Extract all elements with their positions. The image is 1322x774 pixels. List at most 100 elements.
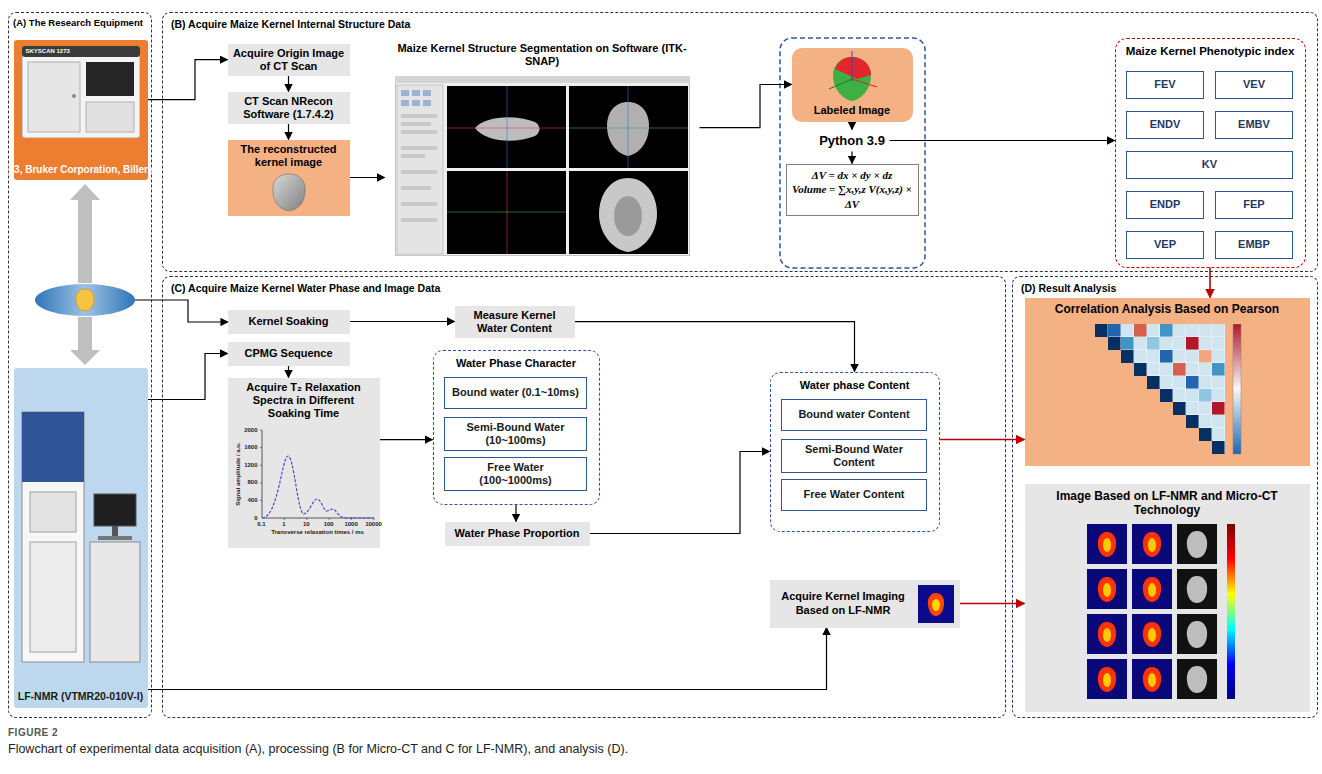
process-box: Kernel Soaking (228, 310, 350, 334)
connector (1209, 268, 1211, 298)
node-text: Labeled Image (814, 104, 890, 117)
t2-chart-part (328, 518, 329, 520)
formula-box: ΔV = dx × dy × dzVolume = ∑x,y,z V(x,y,z… (786, 164, 919, 216)
connector (890, 140, 1115, 141)
image-grid-part (1177, 569, 1217, 609)
node-text: VEV (1243, 78, 1265, 91)
heatmap-part (1095, 324, 1225, 454)
t2-chart-part (262, 456, 374, 518)
gray-arrow (70, 184, 100, 283)
software-screenshot-part (401, 114, 437, 118)
t2-chart-part (260, 482, 262, 483)
software-screenshot-part (401, 100, 409, 106)
software-screenshot (395, 76, 690, 256)
node-text: The reconstructed kernel image (233, 143, 345, 169)
water-box: Bound water (0.1~10ms) (444, 377, 587, 409)
labeled-kernel-part (851, 51, 852, 81)
node-text: Kernel Soaking (248, 315, 328, 328)
node-text: CPMG Sequence (244, 347, 332, 360)
node-text: Semi-Bound Water (10~100ms) (450, 421, 581, 447)
connector (148, 354, 228, 400)
lfnmr-machine-part (22, 412, 84, 662)
water-box: Bound water Content (781, 399, 927, 431)
panel-frame: (B) Acquire Maize Kernel Internal Struct… (162, 12, 1318, 272)
node-text: ΔV = dx × dy × dz (812, 168, 893, 182)
index-box: ENDV (1126, 111, 1204, 139)
connector (851, 122, 852, 130)
software-panel: Maize Kernel Structure Segmentation on S… (385, 40, 700, 258)
figure-title: FIGURE 2 (8, 727, 628, 738)
labeled-kernel-part (829, 79, 852, 89)
node-text: Bound water Content (798, 408, 909, 421)
microct-machine-part (22, 46, 140, 57)
process-box: CPMG Sequence (228, 342, 350, 366)
t2-chart-part (260, 447, 262, 448)
heatmap (1095, 324, 1247, 458)
labeled-kernel-part (835, 57, 871, 79)
axis-label: 10 (303, 521, 310, 527)
lfnmr-machine-part (30, 492, 76, 532)
software-screenshot-part (423, 90, 431, 96)
lfnmr-machine-part (30, 542, 76, 652)
software-screenshot-part (599, 178, 657, 252)
software-screenshot-part (395, 76, 690, 83)
t2-chart-part (260, 430, 374, 520)
nmr-image-part (932, 599, 940, 611)
axis-label: 800 (247, 479, 257, 485)
process-box: Measure Kernel Water Content (455, 306, 575, 338)
node-text: Acquire Origin Image of CT Scan (233, 47, 345, 73)
t2-chart-part (261, 430, 262, 518)
axis-label: Transverse relaxation times / ms (271, 529, 364, 535)
image-grid (1087, 524, 1247, 704)
process-box: Water Phase Proportion (445, 522, 590, 546)
t2-chart-part (260, 429, 262, 430)
labeled-kernel-part (852, 79, 877, 87)
figure-caption: Flowchart of experimental data acquisiti… (8, 742, 628, 756)
node-text: Bound water (0.1~10ms) (452, 386, 579, 399)
software-screenshot-part (627, 86, 628, 168)
software-screenshot-part (397, 85, 443, 254)
node-text: Acquire T₂ Relaxation Spectra in Differe… (233, 381, 375, 421)
microct-machine-part (86, 62, 134, 96)
kernel-disc (35, 284, 135, 316)
lfnmr-machine-part (98, 536, 132, 540)
software-screenshot-part (412, 90, 420, 96)
index-box: VEV (1215, 71, 1293, 99)
t2-chart-part (283, 518, 284, 520)
labeled-kernel (827, 51, 878, 103)
software-screenshot-part (401, 130, 437, 134)
lfnmr-machine (18, 382, 144, 668)
node-text: ENDV (1150, 118, 1181, 131)
software-screenshot-part (401, 154, 425, 158)
software-screenshot-part (506, 86, 507, 168)
node-text: Maize Kernel Phenotypic index (1122, 45, 1299, 59)
group-box: Water Phase CharacterBound water (0.1~10… (433, 350, 600, 505)
software-screenshot-part (447, 211, 566, 212)
lfnmr-machine-part (90, 542, 140, 662)
label-text: Signal amplitude / a.u. (235, 442, 241, 505)
index-box: FEP (1215, 191, 1293, 219)
software-screenshot-part (401, 202, 437, 206)
lfnmr-machine-part (94, 494, 136, 526)
caption-area: FIGURE 2 Flowchart of experimental data a… (8, 727, 628, 756)
software-screenshot-part (401, 90, 409, 96)
connector (700, 85, 792, 128)
node-text: Free Water Content (803, 488, 904, 501)
kernel-arrow (135, 300, 228, 322)
image-box: The reconstructed kernel image (228, 140, 350, 216)
process-box: CT Scan NRecon Software (1.7.4.2) (228, 92, 350, 124)
tool-label: Python 3.9 (815, 130, 890, 152)
connector (851, 152, 852, 164)
node-text: FEV (1154, 78, 1175, 91)
water-box: Free Water (100~1000ms) (444, 457, 587, 491)
software-screenshot-part (401, 146, 437, 150)
axis-label: 1000 (344, 521, 357, 527)
kernel-image (269, 172, 309, 214)
connector (148, 628, 827, 690)
node-text: Micro-CT (1273, Bruker Corporation, Bill… (0, 164, 213, 176)
software-screenshot-part (401, 170, 437, 174)
node-text: ENDP (1150, 198, 1181, 211)
image-grid-part (1087, 614, 1127, 654)
nmr-image-part (918, 585, 954, 623)
